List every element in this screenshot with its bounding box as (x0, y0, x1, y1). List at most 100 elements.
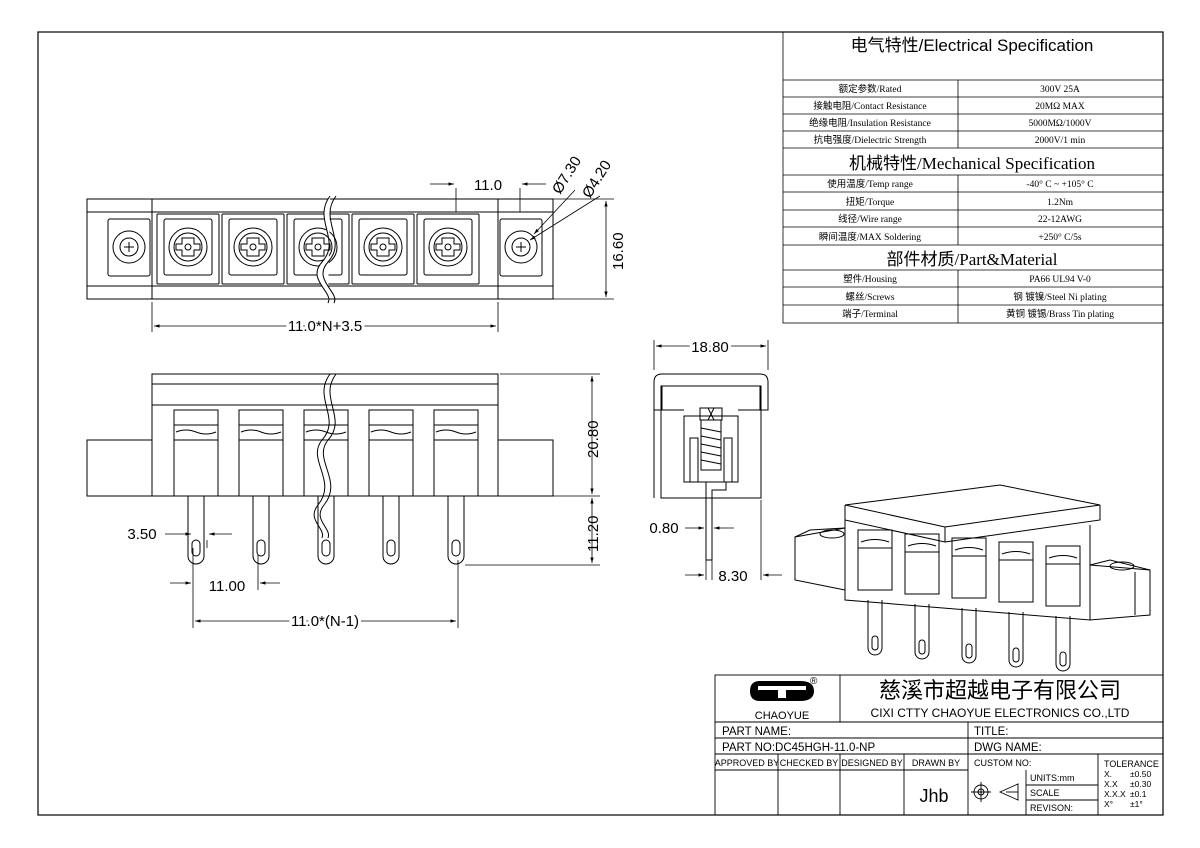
company-name-cn: 慈溪市超越电子有限公司 (879, 679, 1121, 704)
spec-label: 额定参数/Rated (839, 83, 902, 95)
spec-section-title-mechanical: 机械特性/Mechanical Specification (849, 154, 1095, 173)
terminal-screw-top (351, 213, 415, 285)
tolerance-value: ±0.50 (1130, 769, 1151, 779)
title-label: TITLE: (974, 726, 1009, 738)
logo-text: CHAOYUE (755, 710, 809, 722)
projection-symbol-icon (971, 782, 1019, 802)
mounting-hole-right (499, 218, 543, 277)
terminal-iso (951, 537, 987, 664)
spec-label: 扭矩/Torque (846, 196, 894, 208)
spec-value: +250° C/5s (1038, 232, 1082, 243)
terminal-screw-top (221, 213, 285, 285)
terminal-screw-top (156, 213, 220, 285)
tolerance-title: TOLERANCE (1104, 759, 1159, 769)
spec-table (782, 31, 1164, 324)
dim-top-pitch: 11.0 (474, 177, 502, 194)
spec-label: 使用温度/Temp range (827, 178, 913, 190)
spec-label: 塑件/Housing (843, 273, 897, 285)
spec-value: 22-12AWG (1038, 215, 1082, 225)
logo-registered: ® (810, 676, 818, 687)
terminal-pin (187, 496, 205, 565)
dim-side-pin-thickness: 0.80 (649, 520, 678, 537)
break-line (316, 195, 331, 304)
revision-label: REVISON: (1030, 803, 1073, 813)
dim-pin-pitch: 11.00 (209, 578, 245, 595)
spec-value: 钢 镀镍/Steel Ni plating (1013, 291, 1106, 303)
spec-label: 瞬间温度/MAX Soldering (819, 231, 921, 243)
tolerance-key: X° (1104, 799, 1113, 809)
spec-value: 20MΩ MAX (1035, 102, 1085, 112)
part-no: PART NO:DC45HGH-11.0-NP (722, 742, 875, 754)
checked-by-label: CHECKED BY (780, 758, 839, 768)
terminal-screw-top (416, 213, 480, 285)
terminal-pin (1055, 616, 1071, 672)
spec-value: PA66 UL94 V-0 (1029, 275, 1091, 285)
tolerance-key: X.X (1104, 779, 1118, 789)
spec-section-title-material: 部件材质/Part&Material (887, 250, 1058, 269)
drawn-by-value: Jhb (919, 786, 948, 806)
tolerance-key: X. (1104, 769, 1112, 779)
title-block (714, 674, 1164, 816)
spec-label: 抗电强度/Dielectric Strength (814, 134, 927, 146)
dim-top-length: 11.0*N+3.5 (288, 318, 362, 335)
terminal-front (433, 409, 479, 565)
terminal-pin (252, 496, 270, 565)
terminal-pin (317, 496, 335, 565)
spec-value: -40° C ~ +105° C (1026, 179, 1093, 190)
spec-value: 5000MΩ/1000V (1028, 119, 1091, 129)
terminal-pin (1008, 612, 1024, 668)
spec-label: 接触电阻/Contact Resistance (813, 100, 926, 112)
terminal-front (238, 409, 284, 565)
terminal-front (303, 409, 349, 565)
dim-side-width: 18.80 (691, 339, 729, 356)
front-view (86, 373, 554, 497)
terminal-front (368, 409, 414, 565)
custom-no-label: CUSTOM NO: (974, 758, 1031, 768)
terminal-pin (914, 604, 930, 660)
terminal-pin (867, 600, 883, 656)
drawn-by-label: DRAWN BY (912, 758, 960, 768)
tolerance-value: ±1° (1130, 799, 1143, 809)
dim-pin-length: 11.20 (585, 516, 602, 552)
sheet-border (37, 31, 1164, 816)
terminal-iso (1045, 545, 1081, 672)
mounting-hole-left (107, 218, 151, 277)
terminal-iso (904, 533, 940, 660)
terminal-iso (857, 529, 893, 656)
company-name-en: CIXI CTTY CHAOYUE ELECTRONICS CO.,LTD (871, 706, 1130, 720)
spec-label: 绝缘电阻/Insulation Resistance (809, 117, 931, 129)
terminal-iso (998, 541, 1034, 668)
dim-dia-inner: Ø4.20 (579, 157, 615, 201)
tolerance-value: ±0.1 (1130, 789, 1147, 799)
approved-by-label: APPROVED BY (715, 758, 780, 768)
spec-value: 黄铜 镀锡/Brass Tin plating (1006, 308, 1114, 320)
top-view (86, 198, 554, 300)
spec-label: 螺丝/Screws (845, 291, 894, 303)
dim-pin-width: 3.50 (127, 526, 156, 543)
spec-section-title-electrical: 电气特性/Electrical Specification (851, 36, 1094, 55)
units-label: UNITS:mm (1030, 773, 1075, 783)
dim-front-height: 20.80 (585, 420, 602, 458)
scale-label: SCALE (1030, 788, 1060, 798)
dwg-name-label: DWG NAME: (974, 742, 1042, 754)
spec-label: 线径/Wire range (838, 213, 902, 225)
spec-value: 2000V/1 min (1035, 136, 1086, 146)
spec-label: 端子/Terminal (842, 308, 898, 320)
break-line (313, 373, 331, 539)
terminal-pin (382, 496, 400, 565)
terminal-pin (447, 496, 465, 565)
designed-by-label: DESIGNED BY (841, 758, 903, 768)
dim-top-height: 16.60 (610, 232, 627, 270)
isometric-view (794, 484, 1151, 621)
terminal-front (173, 409, 219, 565)
terminal-pin (961, 608, 977, 664)
dim-side-pin-offset: 8.30 (718, 568, 747, 585)
tolerance-value: ±0.30 (1130, 779, 1151, 789)
spec-value: 300V 25A (1040, 85, 1080, 95)
tolerance-key: X.X.X (1104, 789, 1126, 799)
company-logo: ® CHAOYUE (750, 676, 818, 722)
part-name-label: PART NAME: (722, 726, 791, 738)
dim-pin-span: 11.0*(N-1) (291, 613, 359, 630)
spec-value: 1.2Nm (1047, 198, 1074, 208)
